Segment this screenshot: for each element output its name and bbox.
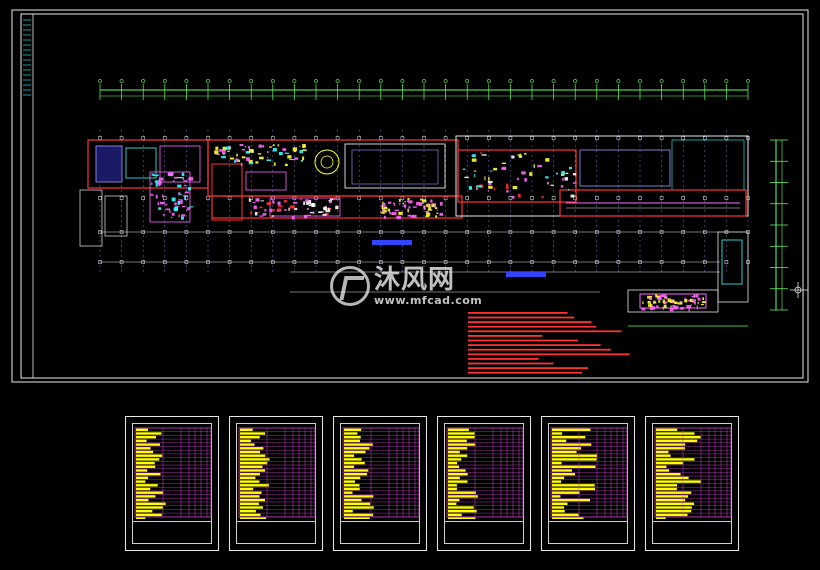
equipment-marks [150, 144, 706, 312]
main-corridor [211, 195, 463, 219]
schedule-table-3 [342, 427, 420, 519]
building-plan [79, 135, 749, 327]
right-axis-ticks [770, 139, 788, 311]
mfcad-logo-icon [330, 266, 370, 306]
right-dimension-line [770, 139, 808, 311]
schedule-table-5 [550, 427, 628, 519]
schedule-table-6 [654, 427, 732, 519]
watermark-brand: 沐风网 [374, 264, 456, 295]
watermark-url: www.mfcad.com [374, 293, 483, 307]
top-dimension-line [98, 79, 750, 100]
schedule-table-4 [446, 427, 524, 519]
title-strip [20, 13, 34, 379]
red-notes-block [468, 312, 630, 374]
watermark: 沐风网 www.mfcad.com [330, 264, 482, 308]
schedule-sheet-1 [125, 416, 219, 551]
schedule-table-2 [238, 427, 316, 519]
drawing-outer-frame [11, 9, 809, 383]
schedule-sheet-3 [333, 416, 427, 551]
title-strip-marks [23, 19, 31, 96]
right-block [455, 135, 749, 217]
schedule-sheet-4 [437, 416, 531, 551]
schedule-sheet-5 [541, 416, 635, 551]
schedule-table-1 [134, 427, 212, 519]
schedule-sheet-2 [229, 416, 323, 551]
schedule-sheet-6 [645, 416, 739, 551]
top-axis-ticks [98, 79, 750, 100]
